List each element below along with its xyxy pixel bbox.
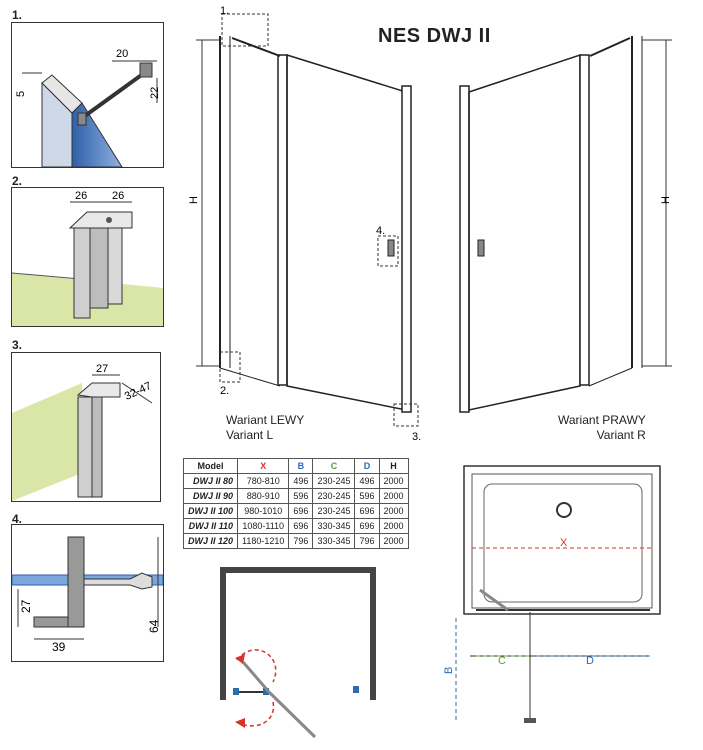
right-variant-label: Wariant PRAWY Variant R — [558, 413, 646, 443]
cell: 596 — [288, 488, 314, 504]
left-variant-label: Wariant LEWY Variant L — [226, 413, 304, 443]
cell: DWJ II 100 — [182, 503, 239, 519]
c-label: C — [498, 655, 506, 667]
callout-2: 2. — [220, 385, 229, 397]
detail-1-drawing: 20 5 22 — [15, 48, 161, 167]
right-variant-line2: Variant R — [596, 428, 646, 442]
detail-3-drawing: 27 32-47 — [12, 363, 154, 501]
cell: 880-910 — [237, 488, 290, 504]
col-c: C — [312, 458, 356, 474]
col-b: B — [288, 458, 314, 474]
col-d: D — [354, 458, 380, 474]
cell: 780-810 — [237, 473, 290, 489]
cell: 1180-1210 — [237, 533, 290, 549]
cell: 230-245 — [312, 473, 356, 489]
cell: 2000 — [378, 518, 409, 534]
elevation-drawing: H 1. 2. 3. 4. H — [188, 5, 672, 443]
cell: DWJ II 80 — [182, 473, 239, 489]
cell: 330-345 — [312, 518, 356, 534]
dim-5: 5 — [15, 91, 27, 97]
col-x: X — [237, 458, 290, 474]
h-label-left: H — [188, 196, 200, 204]
d-label: D — [586, 655, 594, 667]
cell: 796 — [288, 533, 314, 549]
dim-22: 22 — [149, 87, 161, 99]
cell: 1080-1110 — [237, 518, 290, 534]
detail-3-panel: 27 32-47 — [11, 352, 161, 502]
cell: 2000 — [378, 533, 409, 549]
cell: 2000 — [378, 503, 409, 519]
door-handle — [387, 239, 395, 257]
col-model: Model — [182, 458, 239, 474]
cell: 980-1010 — [237, 503, 290, 519]
inward-door — [241, 661, 271, 693]
detail-3-number: 3. — [12, 338, 23, 352]
cell: 696 — [288, 503, 314, 519]
cell: 796 — [354, 533, 380, 549]
detail-4-drawing: 39 27 64 — [12, 536, 163, 654]
detail-4-number: 4. — [12, 512, 23, 526]
dim-32-47: 32-47 — [123, 380, 154, 403]
detail-2-panel: 26 26 — [11, 187, 164, 327]
cell: 496 — [354, 473, 380, 489]
detail-1-panel: 20 5 22 — [11, 22, 164, 168]
cell: 2000 — [378, 488, 409, 504]
detail-2-number: 2. — [12, 174, 23, 188]
cell: 696 — [354, 518, 380, 534]
open-door — [267, 690, 317, 739]
callout-4: 4. — [376, 225, 385, 237]
callout-3: 3. — [412, 431, 421, 443]
wall-profile — [73, 227, 91, 319]
dim-39: 39 — [52, 640, 66, 654]
right-variant-line1: Wariant PRAWY — [558, 413, 646, 427]
left-variant-line2: Variant L — [226, 428, 274, 442]
callout-1: 1. — [220, 5, 229, 17]
x-label: X — [560, 537, 568, 549]
h-label-right: H — [660, 196, 672, 204]
cell: 2000 — [378, 473, 409, 489]
cell: 230-245 — [312, 488, 356, 504]
dim-26-b: 26 — [112, 190, 124, 202]
dim-27: 27 — [96, 363, 108, 375]
stabilizer-bar — [80, 69, 149, 120]
b-label: B — [443, 667, 455, 674]
page-title: NES DWJ II — [378, 25, 491, 47]
swing-plan — [220, 567, 376, 739]
cell: 696 — [354, 503, 380, 519]
door-profile — [77, 396, 93, 498]
cell: DWJ II 120 — [182, 533, 239, 549]
cell: 496 — [288, 473, 314, 489]
cell: DWJ II 90 — [182, 488, 239, 504]
cell: DWJ II 110 — [182, 518, 239, 534]
detail-4-panel: 39 27 64 — [11, 524, 164, 662]
col-h: H — [378, 458, 409, 474]
cell: 330-345 — [312, 533, 356, 549]
left-variant-line1: Wariant LEWY — [226, 413, 305, 427]
cell: 596 — [354, 488, 380, 504]
detail-2-drawing: 26 26 — [12, 190, 163, 326]
floor-plan: X C D B — [443, 465, 661, 723]
dim-20: 20 — [116, 48, 128, 60]
cell: 230-245 — [312, 503, 356, 519]
dim-64: 64 — [147, 619, 161, 633]
dim-26-a: 26 — [75, 190, 87, 202]
cell: 696 — [288, 518, 314, 534]
swing-arc-in — [236, 649, 277, 683]
dim-27: 27 — [19, 599, 33, 613]
right-variant-enclosure — [459, 36, 643, 413]
left-variant-enclosure — [219, 36, 412, 413]
table-header-row: Model X B C D H — [182, 458, 409, 474]
handle — [83, 572, 153, 590]
detail-1-number: 1. — [12, 8, 23, 22]
